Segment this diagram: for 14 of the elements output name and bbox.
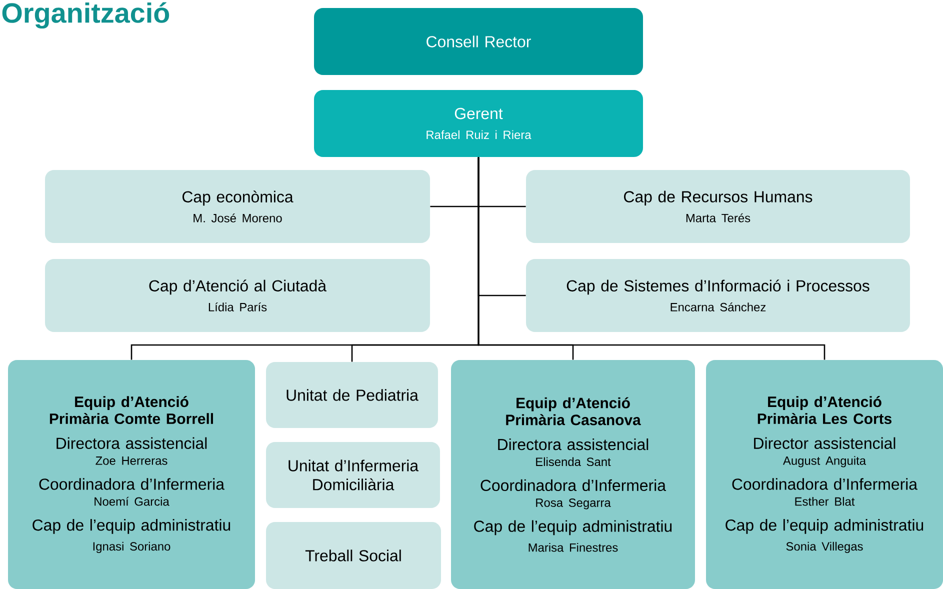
department-box: Cap de Sistemes d’Informació i Processos Encarna Sánchez [526,259,910,332]
department-box: Cap d’Atenció al Ciutadà Lídia París [45,259,430,332]
team-box: Equip d’Atenció Primària Les Corts Director assistencial August Anguita Coordinadora d’Infermeria Esther Blat Cap de l’equip administratiu Sonia Villegas [706,360,943,589]
unit-box: Treball Social [266,522,441,589]
department-box: Cap econòmica M. José Moreno [45,170,430,243]
team-box: Equip d’Atenció Primària Casanova Directora assistencial Elisenda Sant Coordinadora d’Infermeria Rosa Segarra Cap de l’equip administratiu Marisa Finestres [451,360,695,589]
manager-box: Gerent Rafael Ruiz i Riera [314,90,643,157]
unit-box: Unitat d’Infermeria Domiciliària [266,442,440,508]
team-box: Equip d’Atenció Primària Comte Borrell Directora assistencial Zoe Herreras Coordinadora d’Infermeria Noemí Garcia Cap de l’equip administratiu Ignasi Soriano [8,360,255,589]
board-box: Consell Rector [314,8,643,75]
connector-line [478,157,826,360]
title: Organització [2,2,170,29]
unit-box: Unitat de Pediatria [266,362,438,428]
department-box: Cap de Recursos Humans Marta Terés [526,170,910,243]
